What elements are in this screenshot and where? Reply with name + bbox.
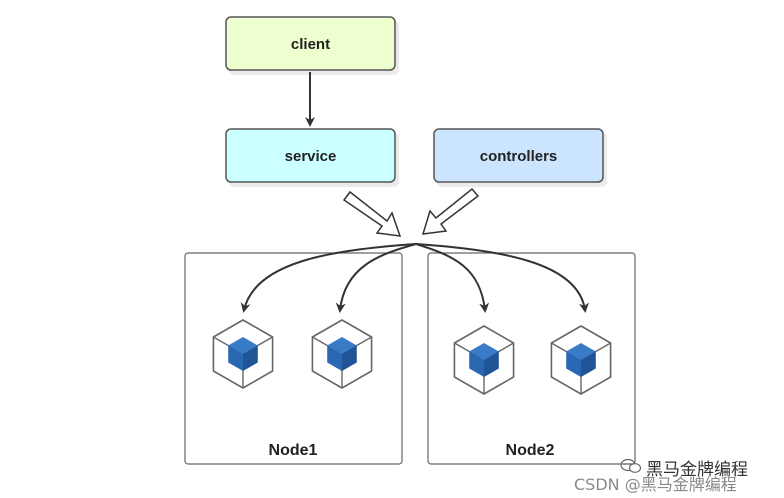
curved-arrow-icon: [240, 243, 417, 313]
hollow-arrow-icon: [342, 190, 402, 237]
client-label: client: [291, 36, 330, 53]
controllers-box: controllers: [433, 128, 607, 187]
curved-arrow-icon: [415, 243, 589, 313]
service-label: service: [285, 148, 337, 165]
node2-label: Node2: [506, 442, 555, 459]
hollow-arrow-icon: [421, 187, 480, 235]
curved-arrows: [240, 243, 589, 313]
curved-arrow-icon: [335, 243, 417, 313]
curved-arrow-icon: [415, 243, 490, 313]
controllers-label: controllers: [480, 148, 558, 165]
container-cube-icon: [212, 319, 274, 389]
container-cube-icon: [453, 325, 515, 395]
watermark-brand: 黑马金牌编程: [646, 460, 748, 480]
container-cube-icon: [311, 319, 373, 389]
watermark-credit: CSDN @黑马金牌编程: [574, 475, 737, 494]
client-box: client: [225, 16, 399, 75]
wechat-icon: [620, 458, 642, 473]
node1-label: Node1: [269, 442, 318, 459]
container-cube-icon: [550, 325, 612, 395]
service-box: service: [225, 128, 399, 187]
node1-frame: [184, 252, 403, 465]
